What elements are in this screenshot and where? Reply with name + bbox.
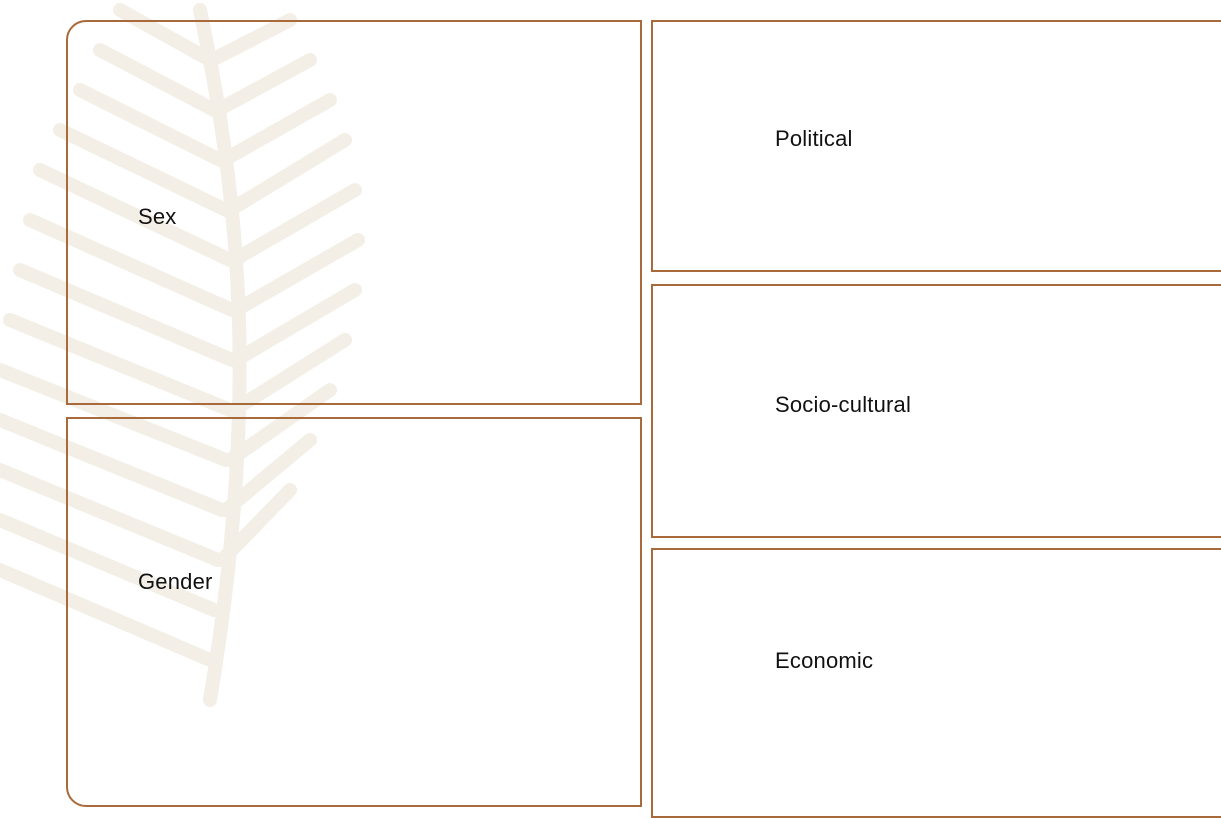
gender-box: Gender bbox=[66, 417, 642, 807]
sex-label: Sex bbox=[138, 204, 177, 229]
leaf-watermark-icon bbox=[0, 3, 365, 707]
economic-box: Economic bbox=[651, 548, 1221, 818]
political-box: Political bbox=[651, 20, 1221, 272]
gender-label: Gender bbox=[138, 569, 213, 594]
socio-cultural-box: Socio-cultural bbox=[651, 284, 1221, 538]
political-label: Political bbox=[775, 126, 853, 151]
economic-label: Economic bbox=[775, 648, 874, 673]
sex-box: Sex bbox=[66, 20, 642, 405]
socio-cultural-label: Socio-cultural bbox=[775, 392, 912, 417]
